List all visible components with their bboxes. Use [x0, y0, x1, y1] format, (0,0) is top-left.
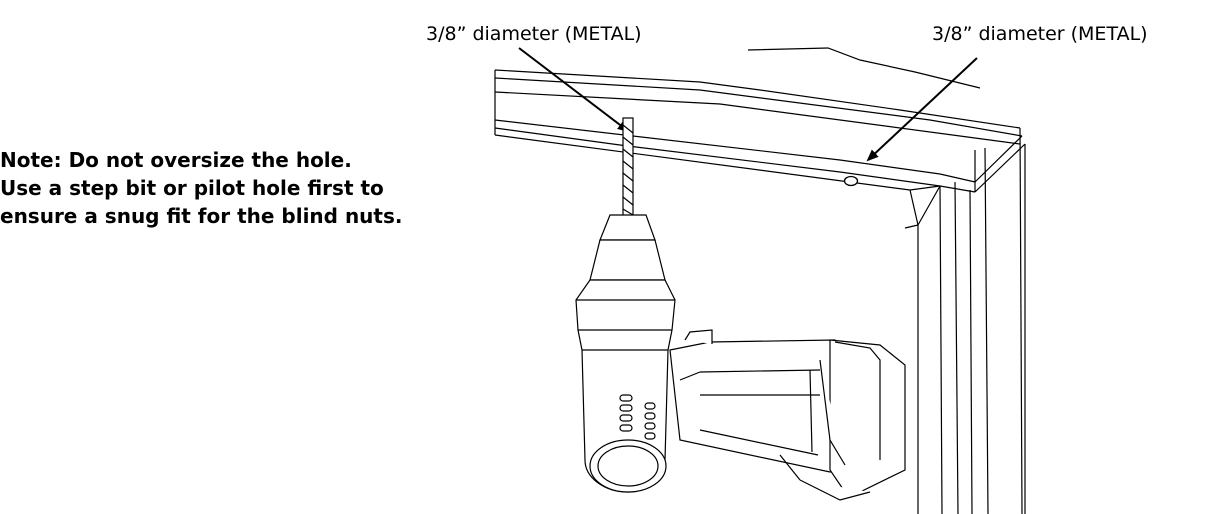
note-line-3: ensure a snug fit for the blind nuts.: [0, 204, 403, 228]
callout-arrow-left: [518, 47, 630, 133]
drill-chuck: [599, 214, 656, 241]
note-text: Note: Do not oversize the hole. Use a st…: [0, 146, 402, 230]
callout-arrow-right: [866, 57, 978, 162]
mount-housing: [669, 329, 906, 501]
note-line-2: Use a step bit or pilot hole first to: [0, 176, 384, 200]
callout-label-left: 3/8” diameter (METAL): [426, 23, 642, 45]
power-drill: [575, 117, 676, 493]
drill-vent-slots: [619, 394, 656, 440]
note-line-1: Note: Do not oversize the hole.: [0, 148, 352, 172]
frame-panel: [494, 47, 1026, 514]
drilled-hole: [843, 175, 859, 187]
drill-bit: [622, 117, 634, 219]
callout-label-right: 3/8” diameter (METAL): [932, 23, 1148, 45]
